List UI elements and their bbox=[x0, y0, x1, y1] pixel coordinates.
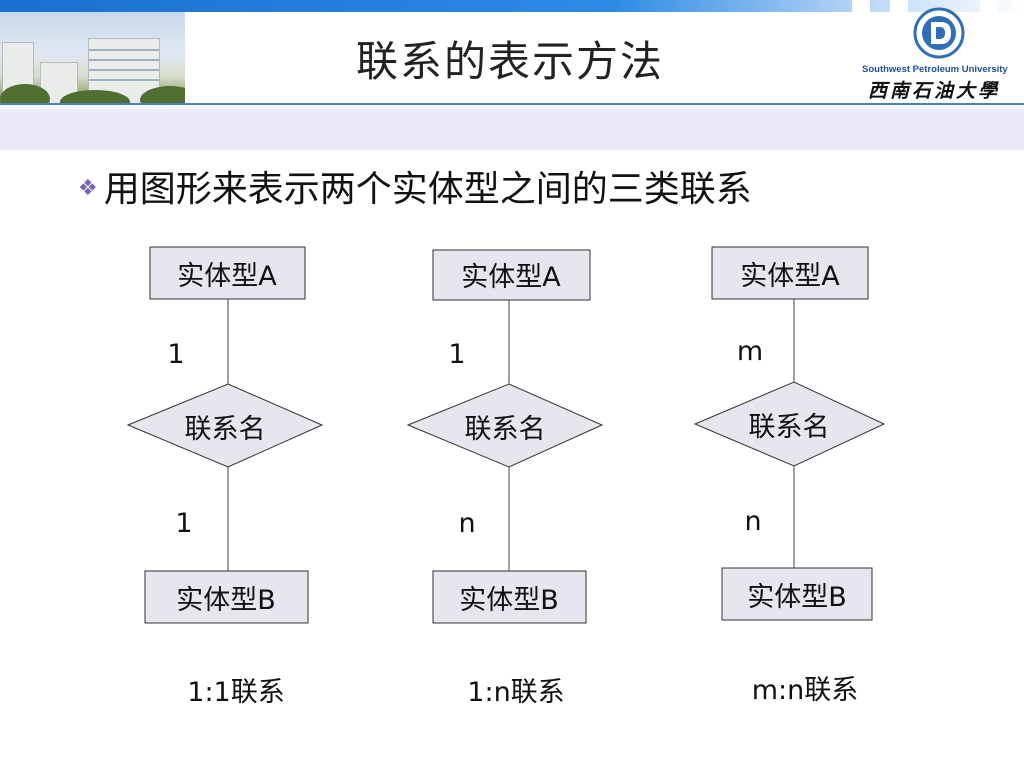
logo-emblem-icon bbox=[913, 7, 965, 59]
header-bar-gap bbox=[852, 0, 870, 12]
logo-english-name: Southwest Petroleum University bbox=[862, 64, 1008, 75]
entity-a-box bbox=[711, 246, 869, 300]
relationship-label: 联系名 bbox=[465, 414, 546, 445]
cardinality-b: 1 bbox=[175, 508, 192, 539]
relationship-label: 联系名 bbox=[749, 412, 830, 443]
er-diagram-1-to-1: 实体型A 联系名 1 1 实体型B 1:1联系 bbox=[126, 246, 324, 708]
entity-b-label: 实体型B bbox=[459, 585, 559, 616]
entity-b-box bbox=[144, 570, 309, 624]
relationship-label: 联系名 bbox=[185, 414, 266, 445]
header-bar-gap bbox=[890, 0, 908, 12]
diagram-caption: m:n联系 bbox=[752, 675, 859, 706]
entity-b-box bbox=[432, 570, 587, 624]
campus-photo bbox=[0, 12, 185, 104]
entity-a-box bbox=[149, 246, 306, 300]
cardinality-a: 1 bbox=[167, 339, 184, 370]
diagram-caption: 1:1联系 bbox=[187, 677, 284, 708]
er-diagram-m-to-n: 实体型A 联系名 m n 实体型B m:n联系 bbox=[693, 246, 886, 706]
bullet-point: ❖用图形来表示两个实体型之间的三类联系 bbox=[78, 160, 752, 212]
entity-a-label: 实体型A bbox=[740, 261, 840, 292]
entity-b-label: 实体型B bbox=[176, 585, 276, 616]
entity-a-box bbox=[432, 249, 591, 301]
header-top-bar bbox=[0, 0, 1024, 12]
relationship-diamond bbox=[693, 381, 886, 467]
cardinality-a: 1 bbox=[448, 339, 465, 370]
header-bar-gap bbox=[980, 0, 998, 12]
logo-chinese-name: 西南石油大學 bbox=[868, 80, 1001, 102]
header-rule bbox=[0, 103, 1024, 105]
cardinality-b: n bbox=[458, 508, 475, 539]
university-logo bbox=[850, 0, 1024, 104]
bullet-text: 用图形来表示两个实体型之间的三类联系 bbox=[103, 169, 752, 210]
cardinality-a: m bbox=[737, 336, 763, 367]
entity-a-label: 实体型A bbox=[177, 261, 277, 292]
er-diagram-1-to-n: 实体型A 联系名 1 n 实体型B 1:n联系 bbox=[406, 249, 604, 708]
entity-a-label: 实体型A bbox=[461, 262, 561, 293]
diamond-bullet-icon: ❖ bbox=[78, 176, 98, 201]
diagram-caption: 1:n联系 bbox=[467, 677, 564, 708]
page-title: 联系的表示方法 bbox=[355, 37, 664, 86]
cardinality-b: n bbox=[744, 506, 761, 537]
header-band: 联系的表示方法 Southwest Petroleum University 西… bbox=[0, 0, 1024, 150]
relationship-diamond bbox=[406, 383, 604, 468]
entity-b-label: 实体型B bbox=[747, 582, 847, 613]
relationship-diamond bbox=[126, 383, 324, 468]
entity-b-box bbox=[721, 567, 873, 621]
